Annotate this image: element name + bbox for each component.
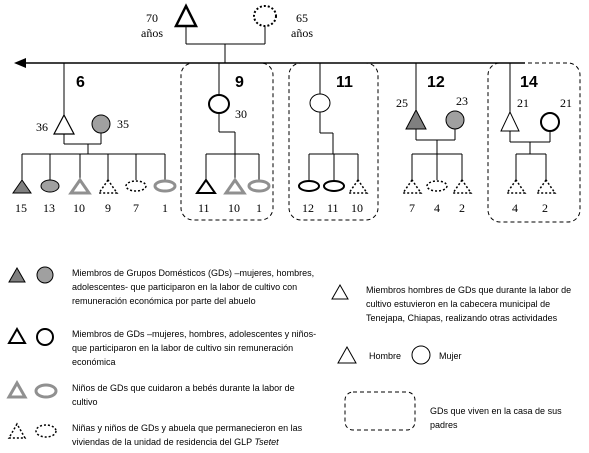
legend-paid-text: Miembros de Grupos Domésticos (GDs) –muj…: [72, 268, 315, 306]
group-12: 12 25 23 7 4 2: [396, 63, 473, 215]
group-6-child-age: 10: [73, 201, 85, 215]
group-11-child-age: 11: [327, 201, 339, 215]
group-11-child-age: 10: [351, 201, 363, 215]
group-14-father: [500, 110, 520, 132]
group-11-mother: [309, 93, 331, 113]
group-9: 9 30 11 10 1: [195, 63, 271, 215]
group-9-child-11: [195, 178, 217, 194]
legend-away-triangle: [331, 283, 349, 300]
group-14-child-2: [535, 178, 557, 194]
legend-parents-house-text: GDs que viven en la casa de sus padres: [430, 406, 562, 430]
legend-babysit-text: Niños de GDs que cuidaron a bebés durant…: [72, 383, 295, 407]
grandmother-circle: [253, 5, 277, 27]
parents-house-box-14: [487, 62, 581, 223]
legend-stayed-name: Tsetet: [254, 437, 279, 447]
legend-paid-circle: [36, 266, 54, 284]
group-12-father: [405, 108, 427, 130]
group-14-mother: [540, 112, 560, 132]
group-14-mother-age: 21: [560, 96, 572, 110]
legend-symbols: [6, 266, 431, 439]
group-6-child-15: [12, 179, 32, 194]
group-11-child-age: 12: [302, 201, 314, 215]
group-12-child-4: [426, 180, 448, 192]
grandparents-connector: [185, 26, 266, 63]
group-6-child-1: [153, 179, 177, 193]
group-6-child-age: 7: [133, 201, 139, 215]
parents-house-box-9: [180, 62, 274, 221]
grandfather-years-label: años: [141, 26, 163, 40]
group-6-number: 6: [76, 74, 85, 91]
group-12-father-age: 25: [396, 96, 408, 110]
group-12-number: 12: [427, 74, 445, 91]
group-14-child-age: 4: [512, 201, 518, 215]
legend-paid-triangle: [8, 266, 26, 283]
legend-babysit-circle: [34, 383, 58, 399]
group-12-mother-age: 23: [456, 94, 468, 108]
group-12-child-age: 4: [434, 201, 440, 215]
group-14: 14 21 21 4 2: [500, 63, 572, 215]
group-14-child-4: [505, 178, 527, 194]
legend-unpaid-triangle: [7, 326, 27, 344]
group-9-mother-age: 30: [235, 107, 247, 121]
group-6-child-10: [68, 177, 92, 195]
group-12-child-age: 7: [409, 201, 415, 215]
legend-away-text: Miembros hombres de GDs que durante la l…: [366, 285, 572, 323]
group-6: 6 36 35 15 13 10 9 7 1: [12, 63, 177, 215]
parents-house-box-11: [288, 62, 379, 221]
legend-female-text: Mujer: [439, 351, 462, 361]
legend-babysit-triangle: [6, 379, 28, 399]
legend-stayed-text: Niñas y niños de GDs y abuela que perman…: [72, 421, 322, 449]
legend-stayed-triangle: [7, 422, 27, 439]
legend-stayed-main: Niñas y niños de GDs y abuela que perman…: [72, 423, 303, 447]
group-6-child-age: 15: [15, 201, 27, 215]
group-14-father-age: 21: [517, 96, 529, 110]
grandfather-age: 70: [146, 11, 158, 25]
grandfather-triangle: [173, 3, 199, 28]
group-9-child-age: 1: [256, 201, 262, 215]
group-6-child-age: 1: [162, 201, 168, 215]
group-11-child-10: [347, 178, 369, 194]
group-14-child-age: 2: [542, 201, 548, 215]
group-9-child-1: [247, 179, 271, 193]
legend-unpaid-text: Miembros de GDs –mujeres, hombres, adole…: [72, 329, 317, 367]
group-9-child-10: [223, 177, 247, 195]
group-12-child-7: [401, 178, 423, 194]
group-14-number: 14: [520, 74, 538, 91]
grandmother-age: 65: [296, 11, 308, 25]
group-12-mother: [445, 110, 465, 130]
group-6-child-age: 13: [43, 201, 55, 215]
group-9-mother: [208, 94, 230, 114]
legend-stayed-circle: [35, 424, 57, 438]
group-6-mother-age: 35: [117, 117, 129, 131]
group-6-child-13: [40, 179, 60, 193]
group-12-child-2: [451, 178, 473, 194]
legend-male-text: Hombre: [369, 351, 402, 361]
group-11-child-11: [323, 180, 345, 192]
group-6-mother: [91, 114, 111, 134]
group-12-child-age: 2: [459, 201, 465, 215]
legend-unpaid-circle: [36, 328, 54, 346]
legend-female-circle: [411, 345, 431, 365]
group-6-child-age: 9: [105, 201, 111, 215]
group-9-number: 9: [235, 74, 244, 91]
group-9-child-age: 11: [198, 201, 210, 215]
group-6-child-9: [97, 178, 119, 194]
group-11-number: 11: [336, 74, 353, 91]
group-6-father-age: 36: [36, 120, 48, 134]
group-6-child-7: [125, 180, 147, 192]
grandmother-years-label: años: [291, 26, 313, 40]
group-11-child-12: [298, 180, 320, 192]
group-11: 11 12 11 10: [298, 63, 369, 215]
group-6-father: [53, 113, 75, 135]
group-9-child-age: 10: [228, 201, 240, 215]
legend-male-triangle: [337, 345, 357, 364]
descent-arrowhead: [14, 58, 26, 68]
legend-parents-house-box: [344, 391, 416, 431]
